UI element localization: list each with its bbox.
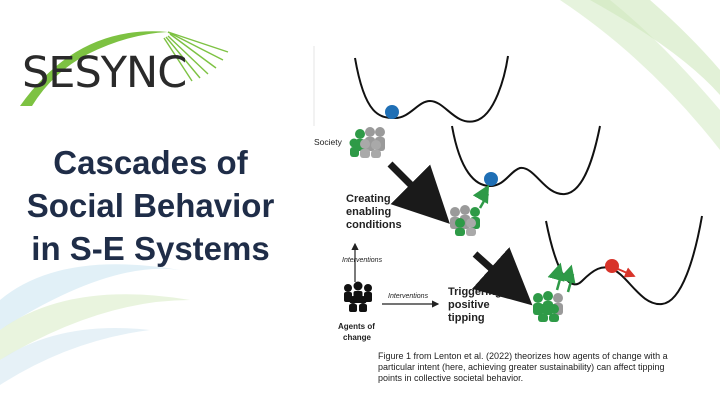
label-change: change <box>343 333 372 342</box>
push-arrow-green-2 <box>547 262 565 291</box>
figure-caption: Figure 1 from Lenton et al. (2022) theor… <box>378 351 668 383</box>
label-interventions-vertical: Interventions <box>342 257 383 264</box>
title-line: in S-E Systems <box>31 230 270 267</box>
tip-arrow-red <box>617 267 636 278</box>
ball-2 <box>484 172 498 186</box>
group-3 <box>533 291 563 322</box>
logo-wordmark: SESYNC <box>22 48 187 98</box>
transition-arrow-2 <box>472 247 533 306</box>
label-positive: positive <box>448 299 490 311</box>
sesync-logo <box>20 31 229 106</box>
landscape-2 <box>451 125 601 196</box>
ball-3 <box>605 259 619 273</box>
label-conditions: conditions <box>346 219 402 231</box>
group-2 <box>450 205 480 236</box>
label-triggering: Triggering <box>448 286 502 298</box>
landscape-1 <box>354 55 509 123</box>
title-line: Social Behavior <box>26 187 275 224</box>
ball-1 <box>385 105 399 119</box>
agents-of-change-icon <box>344 281 372 312</box>
label-agents: Agents of <box>338 322 375 331</box>
push-arrow-green-3 <box>558 264 576 293</box>
label-creating: Creating <box>346 193 391 205</box>
label-interventions-horizontal: Interventions <box>388 293 429 300</box>
society-group <box>349 127 385 158</box>
label-society: Society <box>314 137 343 147</box>
push-arrow-green <box>472 184 490 209</box>
slide-title: Cascades of Social Behavior in S-E Syste… <box>18 141 283 270</box>
label-enabling: enabling <box>346 206 391 218</box>
label-tipping: tipping <box>448 312 485 324</box>
transition-arrow-1 <box>387 161 450 224</box>
tipping-diagram: Society Creating enabling conditions Int… <box>313 46 703 342</box>
title-line: Cascades of <box>53 144 248 181</box>
